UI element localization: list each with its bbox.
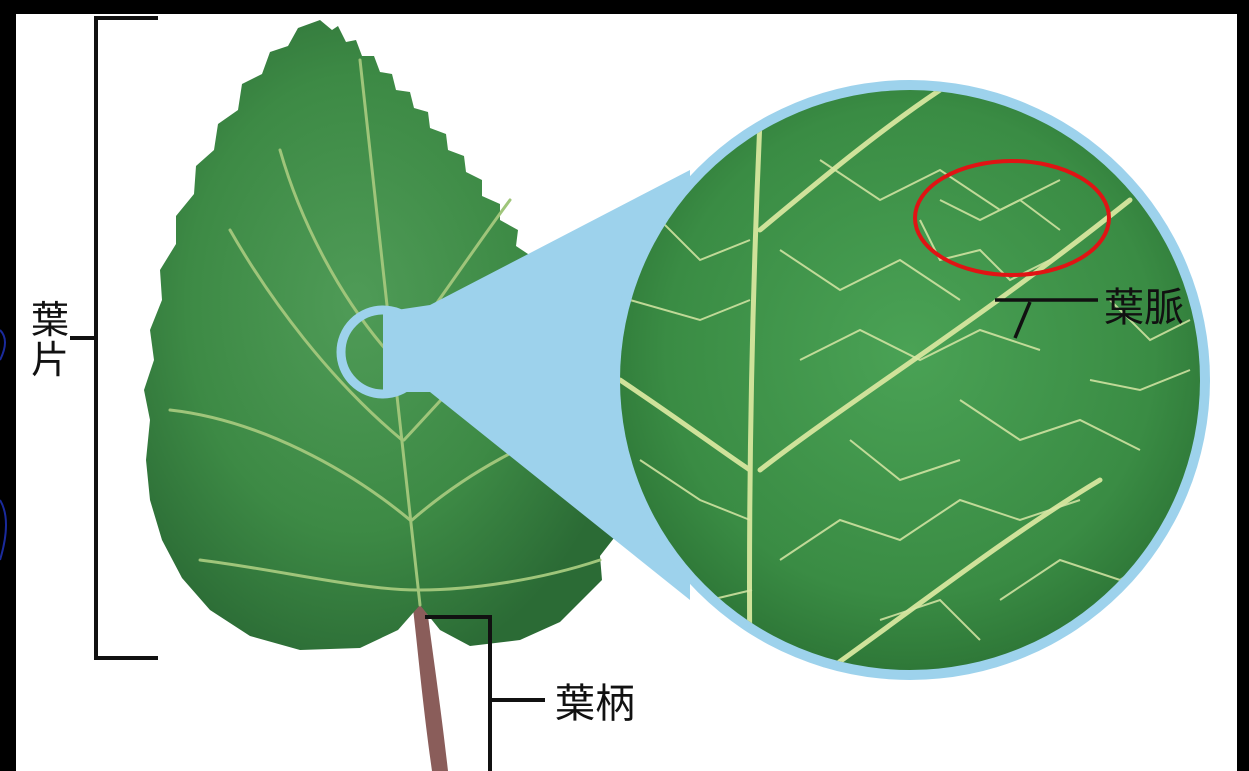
vein-label: 葉脈 — [1104, 288, 1184, 328]
zoom-view — [620, 90, 1200, 670]
frame-left — [0, 0, 16, 771]
frame-top — [0, 0, 1249, 14]
blade-label: 葉片 — [30, 300, 70, 380]
petiole-label: 葉柄 — [555, 684, 635, 724]
blade-bracket — [70, 18, 158, 658]
frame-right — [1237, 0, 1249, 771]
